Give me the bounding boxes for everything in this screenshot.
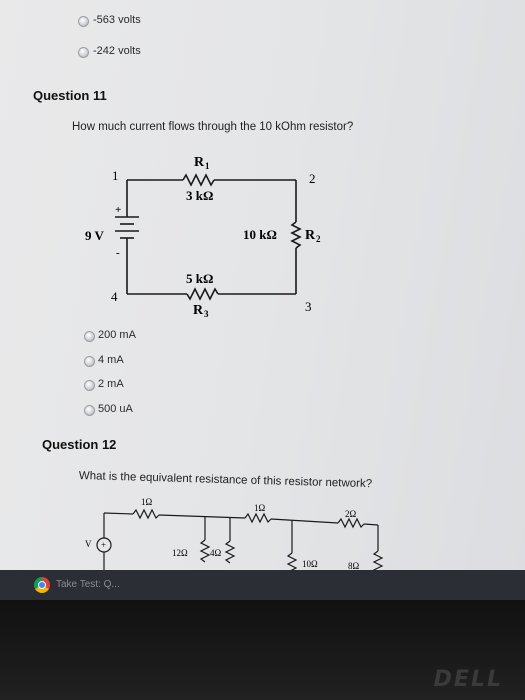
circuit-node-1: 1 [112, 168, 119, 183]
r3-subscript: 3 [204, 309, 209, 319]
radio-option-q11-3[interactable] [84, 380, 95, 391]
option-label-q11-3: 2 mA [98, 378, 124, 390]
r1-value: 3 kΩ [186, 188, 213, 203]
question-12-circuit-diagram: + V 1Ω 1Ω 2Ω 12Ω 4Ω 10Ω 8Ω [85, 497, 360, 571]
radio-option-q11-1[interactable] [84, 331, 95, 342]
r2-subscript: 2 [316, 234, 321, 244]
r1-name: R [194, 155, 205, 170]
circuit-node-2: 2 [309, 171, 316, 186]
resistor-label-e: 4Ω [210, 548, 222, 558]
option-label-q11-2: 4 mA [98, 354, 124, 366]
chrome-icon[interactable] [34, 577, 50, 593]
radio-option-q11-4[interactable] [84, 405, 95, 416]
r2-name: R [305, 228, 316, 243]
taskbar: Take Test: Q... [0, 570, 525, 600]
option-label-q11-4: 500 uA [98, 403, 133, 415]
circuit-node-3: 3 [305, 299, 312, 314]
question-11-text: How much current flows through the 10 kO… [72, 121, 354, 133]
q12-source-label: V [85, 539, 92, 549]
taskbar-app-label[interactable]: Take Test: Q... [56, 579, 120, 590]
source-voltage: 9 V [85, 228, 105, 243]
quiz-screen: -563 volts -242 volts Question 11 How mu… [0, 0, 525, 600]
resistor-label-c: 2Ω [345, 509, 357, 519]
r3-name: R [193, 303, 204, 318]
r1-subscript: 1 [205, 161, 210, 171]
resistor-label-g: 8Ω [348, 561, 360, 571]
option-label-prev-1: -563 volts [93, 14, 141, 26]
circuit-node-4: 4 [111, 289, 118, 304]
question-12-heading: Question 12 [42, 437, 117, 452]
question-11-heading: Question 11 [33, 88, 107, 103]
source-minus: - [116, 247, 120, 259]
radio-option-prev-1[interactable] [78, 16, 89, 27]
resistor-label-f: 10Ω [302, 559, 318, 569]
monitor-bezel: DELL [0, 600, 525, 700]
brand-logo: DELL [433, 667, 503, 692]
r2-value: 10 kΩ [243, 227, 277, 242]
r3-value: 5 kΩ [186, 271, 213, 286]
radio-option-q11-2[interactable] [84, 356, 95, 367]
question-11-circuit-diagram: 1 2 3 4 R 1 3 kΩ 10 kΩ R 2 5 kΩ R 3 9 V … [85, 155, 321, 319]
resistor-label-a: 1Ω [141, 497, 153, 507]
source-plus-sign: + [101, 540, 106, 550]
option-label-q11-1: 200 mA [98, 329, 136, 341]
resistor-label-b: 1Ω [254, 503, 266, 513]
radio-option-prev-2[interactable] [78, 47, 89, 58]
source-plus: + [115, 204, 121, 216]
resistor-label-d: 12Ω [172, 548, 188, 558]
option-label-prev-2: -242 volts [93, 45, 141, 57]
